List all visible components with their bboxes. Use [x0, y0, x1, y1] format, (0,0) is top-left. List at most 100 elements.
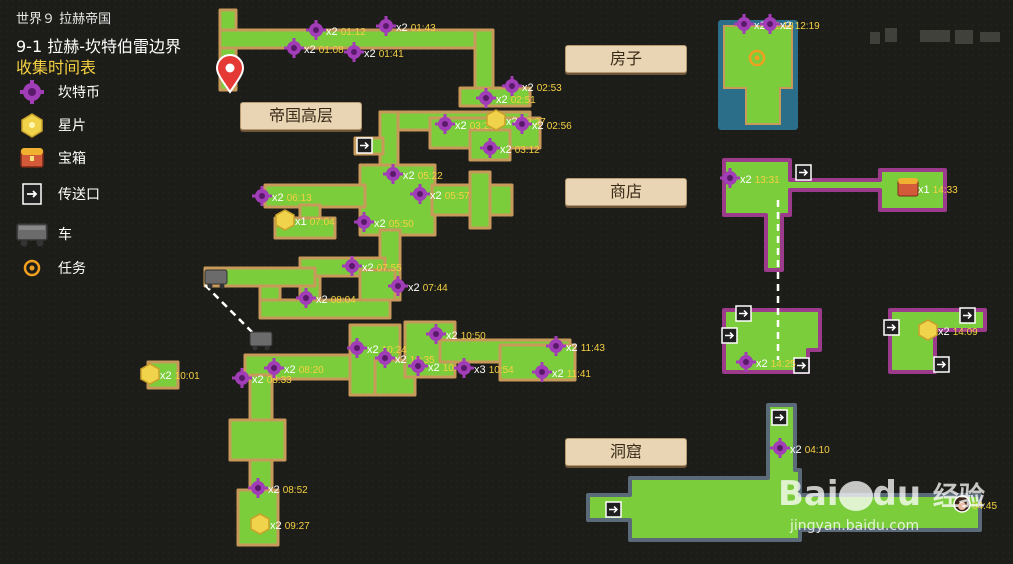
cart-icon[interactable]: [204, 269, 228, 289]
cart-icon[interactable]: [249, 331, 273, 351]
collectible-label: x2 08:52: [268, 484, 308, 496]
collectible-count: x2: [395, 354, 410, 366]
gear-coin-marker[interactable]: x2 06:13: [252, 186, 312, 206]
gear-coin-icon: [20, 80, 44, 104]
collectible-count: x2: [374, 218, 389, 230]
stage-title: 9-1 拉赫-坎特伯雷边界: [16, 37, 181, 56]
legend-label: 坎特币: [58, 85, 100, 101]
collectible-count: x2: [552, 368, 567, 380]
star-piece-marker[interactable]: x2 14:09: [918, 319, 978, 341]
collectible-label: x2 10:24: [367, 344, 407, 356]
gear-coin-marker[interactable]: x2 05:22: [383, 164, 443, 184]
portal-icon[interactable]: [356, 137, 373, 154]
collectible-count: x2: [252, 374, 267, 386]
portal-icon[interactable]: [883, 319, 900, 336]
collectible-time: 11:43: [581, 343, 606, 354]
portal-icon[interactable]: [959, 307, 976, 324]
collectible-time: 08:52: [283, 485, 308, 496]
gear-coin-marker[interactable]: x2 03:20: [435, 114, 495, 134]
gear-coin-marker[interactable]: x2 02:51: [476, 88, 536, 108]
star-piece-marker[interactable]: x2 10:01: [140, 363, 200, 385]
collectible-label: x2 01:08: [304, 44, 344, 56]
gear-coin-marker[interactable]: x2 01:08: [284, 38, 344, 58]
gear-coin-marker[interactable]: x2 11:41: [532, 362, 591, 382]
gear-coin-marker[interactable]: x3 10:54: [454, 358, 514, 378]
collectible-label: x2 03:12: [500, 144, 540, 156]
blurred-region: [870, 28, 1000, 44]
area-banner-cave: 洞窟: [565, 438, 687, 466]
gear-coin-marker[interactable]: x2 08:20: [264, 358, 324, 378]
gear-coin-marker[interactable]: x2 07:55: [342, 256, 402, 276]
collectible-time: 02:51: [511, 95, 536, 106]
gear-coin-marker[interactable]: x2 08:04: [296, 288, 356, 308]
gear-coin-marker[interactable]: x2 13:31: [720, 168, 780, 188]
gear-coin-marker[interactable]: x2 02:56: [512, 114, 572, 134]
collectible-time: 14:33: [933, 185, 958, 196]
collectible-time: 12:19: [795, 21, 820, 32]
quest-icon[interactable]: [748, 49, 766, 67]
star-piece-marker[interactable]: x2 09:27: [250, 513, 310, 535]
gear-coin-marker[interactable]: x2 10:24: [347, 338, 407, 358]
gear-coin-marker[interactable]: x2 14:25: [736, 352, 796, 372]
collectible-count: x2: [316, 294, 331, 306]
portal-icon[interactable]: [721, 327, 738, 344]
collectible-time: 07:55: [377, 263, 402, 274]
star-piece-marker[interactable]: x1 07:04: [275, 209, 335, 231]
collectible-count: x1: [295, 216, 310, 228]
collectible-count: x2: [446, 330, 461, 342]
collectible-count: x2: [430, 190, 445, 202]
gear-coin-marker[interactable]: x2 10:50: [426, 324, 486, 344]
gear-coin-marker[interactable]: x2 12:18: [734, 14, 794, 34]
portal-icon[interactable]: [735, 305, 752, 322]
paw-icon: [838, 480, 873, 511]
collectible-time: 03:12: [515, 145, 540, 156]
gear-coin-marker[interactable]: x2 07:44: [388, 276, 448, 296]
collectible-count: x2: [428, 362, 443, 374]
legend-icons: [16, 80, 48, 277]
collectible-count: x2: [270, 520, 285, 532]
portal-icon[interactable]: [793, 357, 810, 374]
legend-label: 宝箱: [58, 151, 86, 167]
gear-coin-marker[interactable]: x2 08:52: [248, 478, 308, 498]
collectible-count: x2: [938, 326, 953, 338]
collectible-time: 05:57: [445, 191, 470, 202]
gear-coin-marker[interactable]: x2 05:50: [354, 212, 414, 232]
collectible-label: x2 05:57: [430, 190, 470, 202]
npc-marker[interactable]: 04:45: [953, 495, 997, 513]
chest-marker[interactable]: x1 14:33: [897, 178, 958, 197]
collectible-label: x1 14:33: [918, 184, 958, 196]
collectible-time: 06:13: [287, 193, 312, 204]
collectible-label: x2 03:20: [455, 120, 495, 132]
collectible-label: x2 01:41: [364, 48, 404, 60]
gear-coin-marker[interactable]: x2 11:43: [546, 336, 605, 356]
gear-coin-marker[interactable]: x2 10:35: [375, 348, 435, 368]
gear-coin-marker[interactable]: x2 01:12: [306, 20, 366, 40]
portal-icon[interactable]: [933, 356, 950, 373]
portal-icon[interactable]: [605, 501, 622, 518]
legend-label: 星片: [58, 118, 86, 134]
collectible-count: x2: [367, 344, 382, 356]
legend-item-quest: 任务: [18, 256, 86, 280]
portal-icon[interactable]: [795, 164, 812, 181]
collectible-time: 07:04: [310, 217, 335, 228]
gear-coin-marker[interactable]: x2 03:12: [480, 138, 540, 158]
collectible-label: x2 02:51: [496, 94, 536, 106]
gear-coin-marker[interactable]: x2 05:57: [410, 184, 470, 204]
chest-icon: [20, 148, 44, 168]
gear-coin-marker[interactable]: x2 04:10: [770, 438, 830, 458]
gear-coin-marker[interactable]: x2 08:33: [232, 368, 292, 388]
main-area-floor: [146, 8, 577, 547]
cart-icon: [16, 223, 48, 247]
gear-coin-marker[interactable]: x2 01:43: [376, 16, 436, 36]
gear-coin-marker[interactable]: x2 12:19: [760, 14, 820, 34]
collectible-label: x2 10:35: [395, 354, 435, 366]
gear-coin-marker[interactable]: x2 01:41: [344, 42, 404, 62]
portal-icon[interactable]: [771, 409, 788, 426]
collectible-time: 10:35: [410, 355, 435, 366]
gear-coin-marker[interactable]: x2 02:53: [502, 76, 562, 96]
collectible-time: 01:41: [379, 49, 404, 60]
collectible-count: x2: [304, 44, 319, 56]
house-area-floor: [718, 20, 798, 130]
collectible-count: x2: [408, 282, 423, 294]
